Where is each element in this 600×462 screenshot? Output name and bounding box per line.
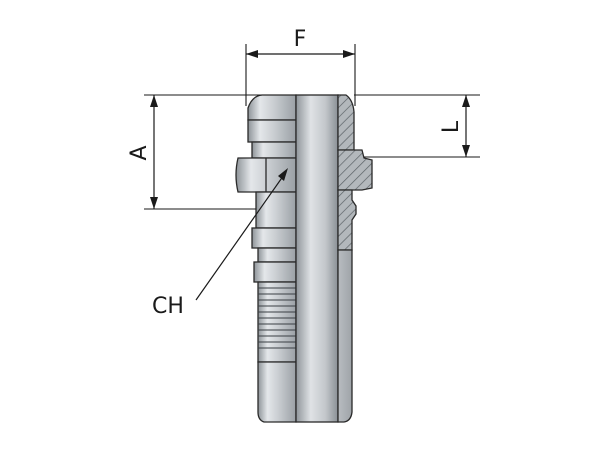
- dim-f-label: F: [294, 27, 307, 52]
- shank-top: [257, 247, 297, 263]
- ch-label: CH: [152, 294, 184, 319]
- barb-threads: [258, 287, 296, 349]
- collar-ring: [251, 141, 297, 159]
- fitting-left-half: [235, 94, 297, 423]
- nose-top: [247, 94, 297, 121]
- section-shank: [337, 249, 353, 423]
- section-nose: [337, 94, 355, 151]
- bore: [295, 94, 339, 423]
- ch-callout: CH: [152, 168, 288, 319]
- neck-groove: [251, 227, 297, 249]
- section-hex: [337, 149, 373, 191]
- dimension-a: A: [127, 94, 262, 210]
- tail: [257, 361, 297, 423]
- dim-l-label: L: [439, 120, 464, 133]
- neck: [255, 191, 297, 229]
- section-neck: [337, 189, 357, 251]
- dimension-f: F: [245, 27, 356, 106]
- dim-a-label: A: [127, 145, 152, 160]
- collar: [247, 119, 297, 143]
- fitting-section-half: [337, 94, 373, 423]
- dimension-l: L: [354, 94, 480, 158]
- barb-section: [257, 281, 297, 363]
